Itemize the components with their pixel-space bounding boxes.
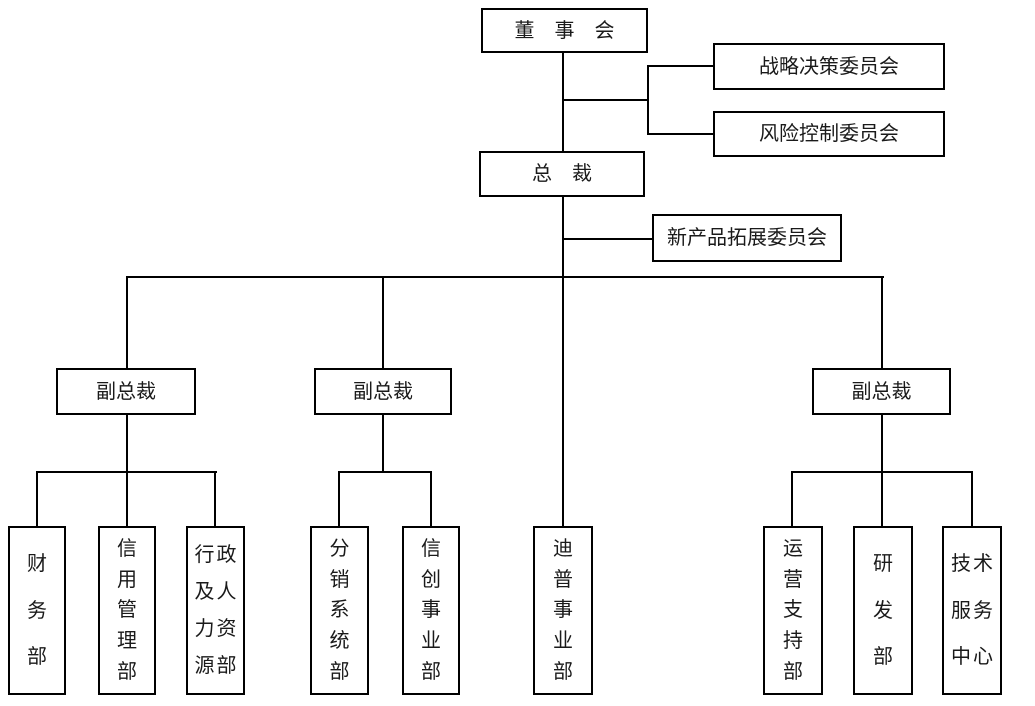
node-new-product-committee-label: 新产品拓展委员会 bbox=[667, 227, 827, 249]
connector-to-operations-support bbox=[791, 473, 793, 526]
dept-char: 管 bbox=[117, 599, 137, 622]
dept-char: 分 bbox=[329, 537, 350, 560]
dept-char: 部 bbox=[873, 645, 893, 668]
dept-char: 创 bbox=[421, 568, 441, 591]
dept-char: 行政 bbox=[194, 544, 239, 566]
node-dept-dipu-business: 迪 普 事 业 部 bbox=[533, 526, 593, 695]
dept-char: 系 bbox=[329, 599, 350, 622]
connector-to-xinchuang-business bbox=[430, 473, 432, 526]
node-vp2: 副总裁 bbox=[314, 368, 452, 415]
dept-char: 部 bbox=[421, 661, 441, 684]
node-dept-credit-management: 信 用 管 理 部 bbox=[98, 526, 156, 695]
connector-to-strategy-committee bbox=[649, 65, 713, 67]
connector-vp3-down bbox=[881, 415, 883, 472]
dept-char: 中心 bbox=[951, 645, 995, 668]
node-vp1-label: 副总裁 bbox=[96, 380, 156, 403]
node-vp1: 副总裁 bbox=[56, 368, 196, 415]
connector-board-to-president bbox=[562, 53, 564, 151]
node-risk-committee: 风险控制委员会 bbox=[713, 111, 945, 157]
node-vp3: 副总裁 bbox=[812, 368, 951, 415]
dept-char: 支 bbox=[783, 599, 803, 622]
dept-char: 务 bbox=[27, 599, 47, 622]
node-vp3-label: 副总裁 bbox=[851, 380, 912, 403]
node-board: 董 事 会 bbox=[481, 8, 648, 53]
dept-char: 技术 bbox=[951, 553, 995, 576]
node-dept-distribution-system: 分 销 系 统 部 bbox=[310, 526, 369, 695]
dept-char: 信 bbox=[421, 537, 441, 560]
dept-char: 部 bbox=[553, 661, 573, 684]
dept-char: 力资 bbox=[194, 618, 239, 640]
dept-char: 营 bbox=[783, 568, 803, 591]
dept-char: 发 bbox=[873, 599, 893, 622]
connector-rail-to-vp1 bbox=[126, 278, 128, 368]
dept-char: 业 bbox=[553, 630, 573, 653]
dept-char: 销 bbox=[329, 568, 350, 591]
node-dept-xinchuang-business: 信 创 事 业 部 bbox=[402, 526, 460, 695]
node-strategy-committee-label: 战略决策委员会 bbox=[759, 55, 899, 78]
dept-char: 研 bbox=[873, 553, 893, 576]
node-board-label: 董 事 会 bbox=[514, 19, 615, 42]
connector-to-new-product-committee bbox=[564, 238, 652, 240]
connector-main-rail bbox=[126, 276, 884, 278]
node-president: 总 裁 bbox=[479, 151, 645, 197]
connector-vp2-subrail bbox=[338, 471, 432, 473]
dept-char: 统 bbox=[329, 630, 350, 653]
dept-char: 部 bbox=[27, 645, 47, 668]
connector-rail-to-vp3 bbox=[881, 278, 883, 368]
node-dept-operations-support: 运 营 支 持 部 bbox=[763, 526, 823, 695]
node-dept-rnd: 研 发 部 bbox=[853, 526, 913, 695]
connector-vp3-subrail bbox=[791, 471, 973, 473]
dept-char: 运 bbox=[783, 537, 803, 560]
connector-vp1-subrail bbox=[36, 471, 217, 473]
connector-vp1-down bbox=[126, 415, 128, 472]
connector-president-spine bbox=[562, 197, 564, 526]
dept-char: 部 bbox=[329, 661, 350, 684]
dept-char: 业 bbox=[421, 630, 441, 653]
dept-char: 源部 bbox=[194, 655, 239, 677]
dept-char: 事 bbox=[553, 599, 573, 622]
connector-to-rnd bbox=[881, 473, 883, 526]
node-president-label: 总 裁 bbox=[532, 163, 592, 185]
dept-char: 理 bbox=[117, 630, 137, 653]
node-dept-finance: 财 务 部 bbox=[8, 526, 66, 695]
connector-to-risk-committee bbox=[649, 133, 713, 135]
node-strategy-committee: 战略决策委员会 bbox=[713, 43, 945, 90]
connector-to-admin-hr bbox=[214, 473, 216, 526]
connector-to-credit-management bbox=[126, 473, 128, 526]
node-risk-committee-label: 风险控制委员会 bbox=[759, 123, 899, 145]
dept-char: 事 bbox=[421, 599, 441, 622]
dept-char: 普 bbox=[553, 568, 573, 591]
connector-board-committee-branch bbox=[562, 99, 649, 101]
connector-rail-to-vp2 bbox=[382, 278, 384, 368]
dept-char: 部 bbox=[117, 661, 137, 684]
dept-char: 部 bbox=[783, 661, 803, 684]
connector-vp2-down bbox=[382, 415, 384, 472]
node-vp2-label: 副总裁 bbox=[353, 380, 413, 403]
node-dept-tech-service-center: 技术 服务 中心 bbox=[942, 526, 1002, 695]
dept-char: 服务 bbox=[951, 599, 995, 622]
connector-to-tech-service-center bbox=[971, 473, 973, 526]
connector-committee-spine bbox=[647, 65, 649, 135]
node-new-product-committee: 新产品拓展委员会 bbox=[652, 214, 842, 262]
dept-char: 迪 bbox=[553, 537, 573, 560]
node-dept-admin-hr: 行政 及人 力资 源部 bbox=[186, 526, 245, 695]
dept-char: 信 bbox=[117, 537, 137, 560]
connector-to-distribution-system bbox=[338, 473, 340, 526]
dept-char: 持 bbox=[783, 630, 803, 653]
dept-char: 用 bbox=[117, 568, 137, 591]
connector-to-finance bbox=[36, 473, 38, 526]
dept-char: 财 bbox=[27, 553, 47, 576]
dept-char: 及人 bbox=[194, 581, 239, 603]
